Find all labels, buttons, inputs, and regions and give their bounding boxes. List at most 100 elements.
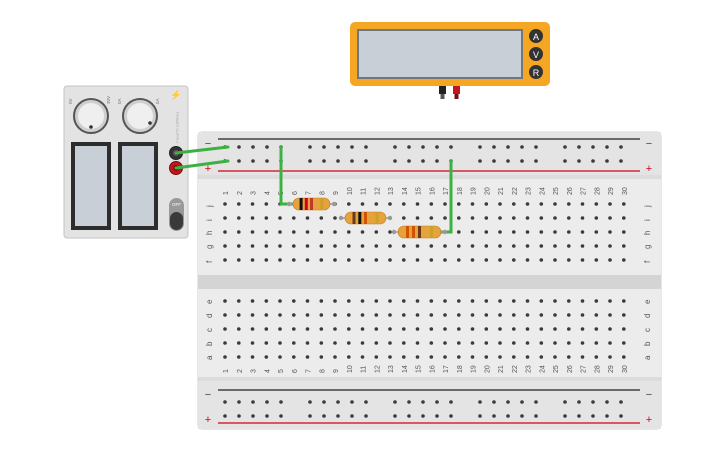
terminal-hole[interactable]	[333, 313, 337, 317]
terminal-hole[interactable]	[539, 216, 544, 220]
terminal-hole[interactable]	[237, 313, 241, 317]
terminal-hole[interactable]	[374, 355, 379, 359]
terminal-hole[interactable]	[264, 341, 269, 345]
terminal-hole[interactable]	[567, 313, 571, 317]
terminal-hole[interactable]	[484, 216, 489, 220]
terminal-hole[interactable]	[237, 341, 241, 345]
rail-hole[interactable]	[251, 145, 255, 149]
terminal-hole[interactable]	[457, 230, 461, 234]
mode-amps-button[interactable]	[529, 29, 543, 43]
rail-hole[interactable]	[393, 400, 397, 404]
terminal-hole[interactable]	[415, 341, 420, 345]
terminal-hole[interactable]	[402, 341, 406, 345]
terminal-hole[interactable]	[498, 258, 502, 262]
rail-hole[interactable]	[449, 400, 453, 404]
terminal-hole[interactable]	[292, 313, 296, 317]
rail-hole[interactable]	[506, 145, 510, 149]
terminal-hole[interactable]	[608, 258, 612, 262]
terminal-hole[interactable]	[525, 230, 530, 234]
terminal-hole[interactable]	[539, 258, 544, 262]
terminal-hole[interactable]	[223, 313, 227, 317]
terminal-hole[interactable]	[415, 216, 420, 220]
terminal-hole[interactable]	[319, 258, 324, 262]
rail-hole[interactable]	[506, 400, 510, 404]
rail-hole[interactable]	[407, 400, 411, 404]
rail-hole[interactable]	[492, 400, 496, 404]
terminal-hole[interactable]	[402, 327, 406, 331]
terminal-hole[interactable]	[429, 327, 434, 331]
terminal-hole[interactable]	[388, 202, 392, 206]
terminal-hole[interactable]	[443, 244, 447, 248]
terminal-hole[interactable]	[333, 341, 337, 345]
terminal-hole[interactable]	[457, 327, 461, 331]
terminal-hole[interactable]	[457, 244, 461, 248]
rail-hole[interactable]	[577, 400, 581, 404]
terminal-hole[interactable]	[580, 299, 585, 303]
terminal-hole[interactable]	[512, 202, 516, 206]
terminal-hole[interactable]	[622, 355, 626, 359]
terminal-hole[interactable]	[333, 244, 337, 248]
terminal-hole[interactable]	[250, 355, 255, 359]
terminal-hole[interactable]	[223, 230, 227, 234]
terminal-hole[interactable]	[360, 258, 365, 262]
terminal-hole[interactable]	[292, 327, 296, 331]
terminal-hole[interactable]	[278, 230, 282, 234]
terminal-hole[interactable]	[264, 230, 269, 234]
terminal-hole[interactable]	[374, 299, 379, 303]
terminal-hole[interactable]	[594, 202, 599, 206]
terminal-hole[interactable]	[594, 299, 599, 303]
rail-hole[interactable]	[478, 400, 482, 404]
terminal-hole[interactable]	[470, 313, 475, 317]
terminal-hole[interactable]	[250, 327, 255, 331]
terminal-hole[interactable]	[250, 341, 255, 345]
terminal-hole[interactable]	[250, 216, 255, 220]
terminal-hole[interactable]	[594, 313, 599, 317]
terminal-hole[interactable]	[402, 244, 406, 248]
rail-hole[interactable]	[449, 145, 453, 149]
terminal-hole[interactable]	[470, 355, 475, 359]
terminal-hole[interactable]	[567, 299, 571, 303]
terminal-hole[interactable]	[305, 258, 310, 262]
terminal-hole[interactable]	[457, 202, 461, 206]
red-probe[interactable]	[453, 86, 460, 94]
rail-hole[interactable]	[308, 159, 312, 163]
terminal-hole[interactable]	[608, 341, 612, 345]
rail-hole[interactable]	[393, 159, 397, 163]
terminal-hole[interactable]	[567, 244, 571, 248]
rail-hole[interactable]	[279, 414, 283, 418]
rail-hole[interactable]	[265, 400, 269, 404]
terminal-hole[interactable]	[443, 258, 447, 262]
terminal-hole[interactable]	[498, 327, 502, 331]
rail-hole[interactable]	[534, 414, 538, 418]
rail-hole[interactable]	[237, 145, 241, 149]
terminal-hole[interactable]	[415, 258, 420, 262]
rail-hole[interactable]	[591, 145, 595, 149]
terminal-hole[interactable]	[237, 258, 241, 262]
terminal-hole[interactable]	[622, 341, 626, 345]
terminal-hole[interactable]	[512, 230, 516, 234]
rail-hole[interactable]	[237, 159, 241, 163]
rail-hole[interactable]	[577, 145, 581, 149]
rail-hole[interactable]	[506, 159, 510, 163]
terminal-hole[interactable]	[567, 202, 571, 206]
terminal-hole[interactable]	[470, 202, 475, 206]
terminal-hole[interactable]	[402, 216, 406, 220]
rail-hole[interactable]	[350, 145, 354, 149]
terminal-hole[interactable]	[429, 216, 434, 220]
terminal-hole[interactable]	[415, 313, 420, 317]
terminal-hole[interactable]	[594, 216, 599, 220]
terminal-hole[interactable]	[264, 202, 269, 206]
terminal-hole[interactable]	[470, 230, 475, 234]
terminal-hole[interactable]	[484, 327, 489, 331]
rail-hole[interactable]	[308, 400, 312, 404]
terminal-hole[interactable]	[622, 299, 626, 303]
rail-hole[interactable]	[393, 145, 397, 149]
terminal-hole[interactable]	[347, 258, 351, 262]
terminal-hole[interactable]	[622, 202, 626, 206]
terminal-hole[interactable]	[580, 244, 585, 248]
terminal-hole[interactable]	[622, 327, 626, 331]
terminal-hole[interactable]	[347, 355, 351, 359]
terminal-hole[interactable]	[457, 216, 461, 220]
rail-hole[interactable]	[619, 400, 623, 404]
